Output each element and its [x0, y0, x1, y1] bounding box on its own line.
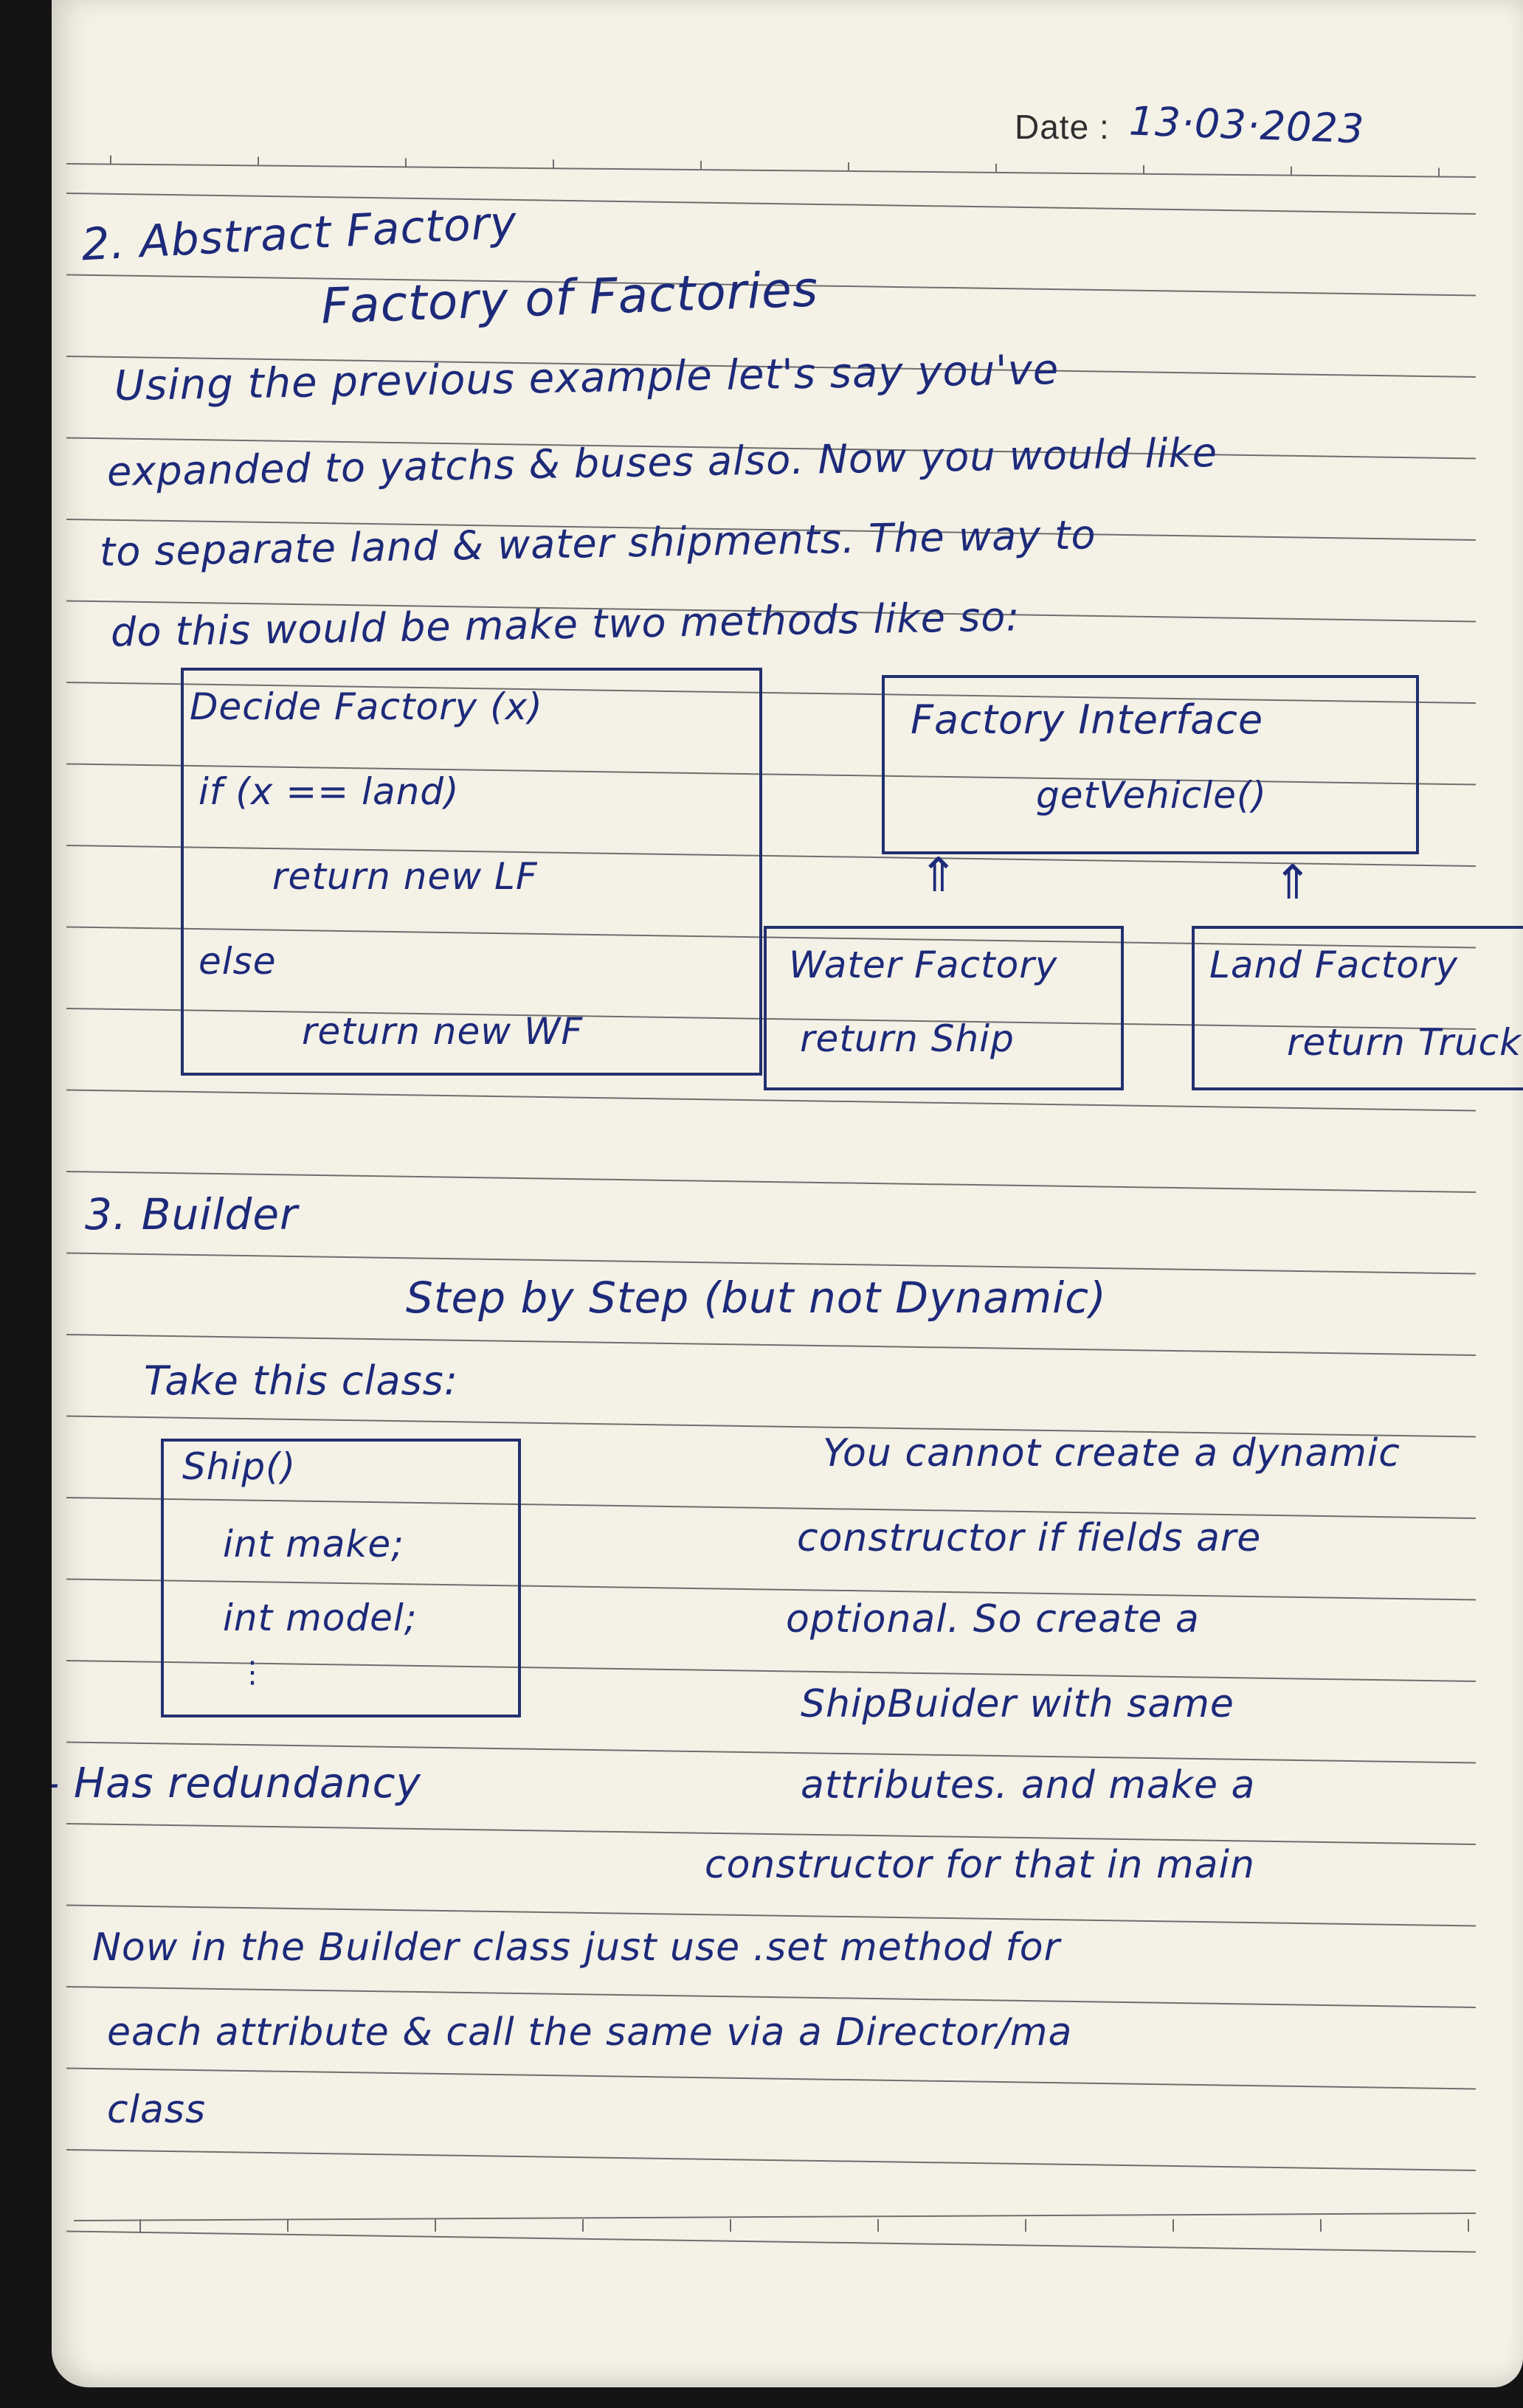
ruled-line	[66, 1089, 1477, 1112]
land-factory-return: return Truck	[1287, 1021, 1522, 1064]
ruled-line	[66, 682, 1477, 704]
closing-line-2: each attribute & call the same via a Dir…	[107, 2010, 1073, 2055]
ruled-line	[66, 1578, 1477, 1601]
date-value: 13·03·2023	[1127, 97, 1366, 153]
factory-interface-box: Factory Interface getVehicle()	[882, 675, 1419, 854]
ruled-line	[66, 2230, 1477, 2253]
water-factory-box: Water Factory return Ship	[764, 926, 1124, 1090]
ship-class-box: Ship() int make; int model; ⋮	[161, 1439, 521, 1717]
ruled-line	[66, 1171, 1477, 1193]
decide-else-line: else	[198, 940, 277, 983]
factory-interface-title: Factory Interface	[911, 696, 1264, 743]
side-note-line-3: optional. So create a	[786, 1597, 1200, 1641]
notebook-page: Date : 13·03·2023 2. Abstract Factory Fa…	[52, 0, 1523, 2387]
side-note-line-1: You cannot create a dynamic	[823, 1431, 1401, 1475]
closing-line-3: class	[107, 2088, 207, 2132]
decide-return-lf: return new LF	[272, 855, 538, 898]
ruled-line	[66, 1497, 1477, 1519]
builder-subheading: Step by Step (but not Dynamic)	[406, 1273, 1107, 1323]
factory-interface-method: getVehicle()	[1036, 774, 1267, 817]
side-note-line-5: attributes. and make a	[801, 1763, 1256, 1807]
water-inherits-arrow-icon: ⇑	[919, 848, 959, 903]
ruled-line	[66, 356, 1477, 378]
side-note-line-2: constructor if fields are	[797, 1516, 1262, 1560]
decide-factory-title: Decide Factory (x)	[190, 685, 543, 728]
ruled-line	[66, 926, 1477, 949]
ruled-line	[66, 437, 1477, 460]
ship-class-title: Ship()	[182, 1445, 297, 1488]
ruled-line	[66, 2149, 1477, 2171]
side-note-line-6: constructor for that in main	[705, 1843, 1255, 1887]
ship-field-make: int make;	[223, 1523, 404, 1565]
ship-field-model: int model;	[223, 1596, 418, 1639]
ruled-line	[66, 1252, 1477, 1275]
ruled-line	[66, 1986, 1477, 2008]
ruled-line	[66, 1823, 1477, 1845]
ruled-line	[66, 845, 1477, 867]
builder-intro: Take this class:	[144, 1357, 459, 1404]
side-note-line-4: ShipBuider with same	[801, 1682, 1234, 1726]
ruled-lines	[66, 155, 1477, 2253]
date-label: Date :	[1015, 108, 1110, 146]
ruled-line	[66, 519, 1477, 541]
water-factory-return: return Ship	[800, 1017, 1015, 1060]
ruled-line	[66, 1741, 1477, 1764]
ruled-line	[66, 1904, 1477, 1927]
section-heading-builder: 3. Builder	[85, 1189, 298, 1239]
decide-if-line: if (x == land)	[198, 770, 460, 813]
closing-line-1: Now in the Builder class just use .set m…	[92, 1926, 1060, 1970]
ship-field-ellipsis: ⋮	[238, 1656, 268, 1689]
land-factory-title: Land Factory	[1209, 944, 1459, 986]
ruled-line	[66, 2067, 1477, 2090]
ruled-line	[66, 1008, 1477, 1030]
ruled-line	[66, 1415, 1477, 1438]
decide-factory-box: Decide Factory (x) if (x == land) return…	[181, 668, 762, 1076]
ruled-line	[66, 1660, 1477, 1682]
decide-return-wf: return new WF	[302, 1010, 584, 1053]
redundancy-bullet: - Has redundancy	[52, 1760, 421, 1807]
top-ruled-line	[66, 163, 1477, 178]
ruled-line	[66, 1334, 1477, 1356]
water-factory-title: Water Factory	[789, 944, 1058, 986]
ruled-line	[66, 600, 1477, 623]
bottom-ruled-line	[73, 2212, 1477, 2221]
land-factory-box: Land Factory return Truck	[1192, 926, 1523, 1090]
land-inherits-arrow-icon: ⇑	[1273, 856, 1313, 910]
ruled-line	[66, 763, 1477, 786]
ruled-line	[66, 274, 1477, 297]
ruled-line	[66, 193, 1477, 215]
